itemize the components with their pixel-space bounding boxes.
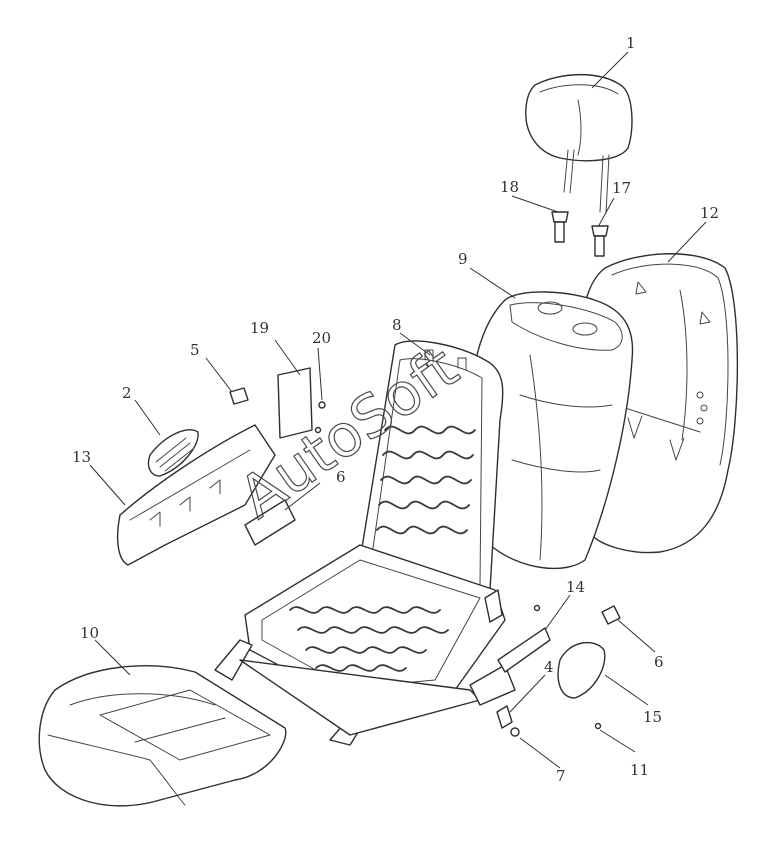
callout-1: 1	[626, 34, 636, 52]
part-14-lower-trim	[497, 604, 551, 673]
part-6-clip	[601, 605, 621, 625]
callout-17: 17	[612, 179, 631, 197]
callout-7: 7	[556, 767, 566, 785]
part-17-guide	[591, 225, 609, 257]
part-1-headrest	[525, 73, 633, 214]
part-2-handle	[147, 429, 199, 477]
callout-19: 19	[250, 319, 269, 337]
part-15-cover	[557, 641, 606, 699]
callout-4: 4	[544, 658, 554, 676]
part-20-screw	[314, 401, 326, 434]
callout-11: 11	[630, 761, 649, 779]
callout-6-right: 6	[654, 653, 664, 671]
callout-12: 12	[700, 204, 719, 222]
part-5-clip	[229, 387, 249, 405]
part-11-screw	[594, 722, 602, 730]
callout-8: 8	[392, 316, 402, 334]
callout-5: 5	[190, 341, 200, 359]
part-10-seat-cushion	[38, 665, 287, 807]
part-7-nut	[510, 727, 520, 737]
part-8-seat-frame	[359, 340, 504, 601]
part-13-side-trim	[116, 424, 276, 566]
callout-10: 10	[80, 624, 99, 642]
callout-20: 20	[312, 329, 331, 347]
leader-lines	[89, 51, 707, 769]
callout-9: 9	[458, 250, 468, 268]
part-4-bolt	[496, 705, 513, 729]
callout-13: 13	[72, 448, 91, 466]
callout-2: 2	[122, 384, 132, 402]
part-16-inner-trim	[244, 499, 296, 546]
part-18-guide	[551, 211, 569, 243]
callout-labels: 1 18 17 12 9 8 19 20 5 2 13 6 14 10 6 4 …	[72, 34, 719, 785]
callout-14: 14	[566, 578, 585, 596]
seat-base-frame	[214, 544, 516, 746]
callout-18: 18	[500, 178, 519, 196]
callout-6-left: 6	[336, 468, 346, 486]
part-19-panel	[277, 367, 313, 439]
callout-15: 15	[643, 708, 662, 726]
